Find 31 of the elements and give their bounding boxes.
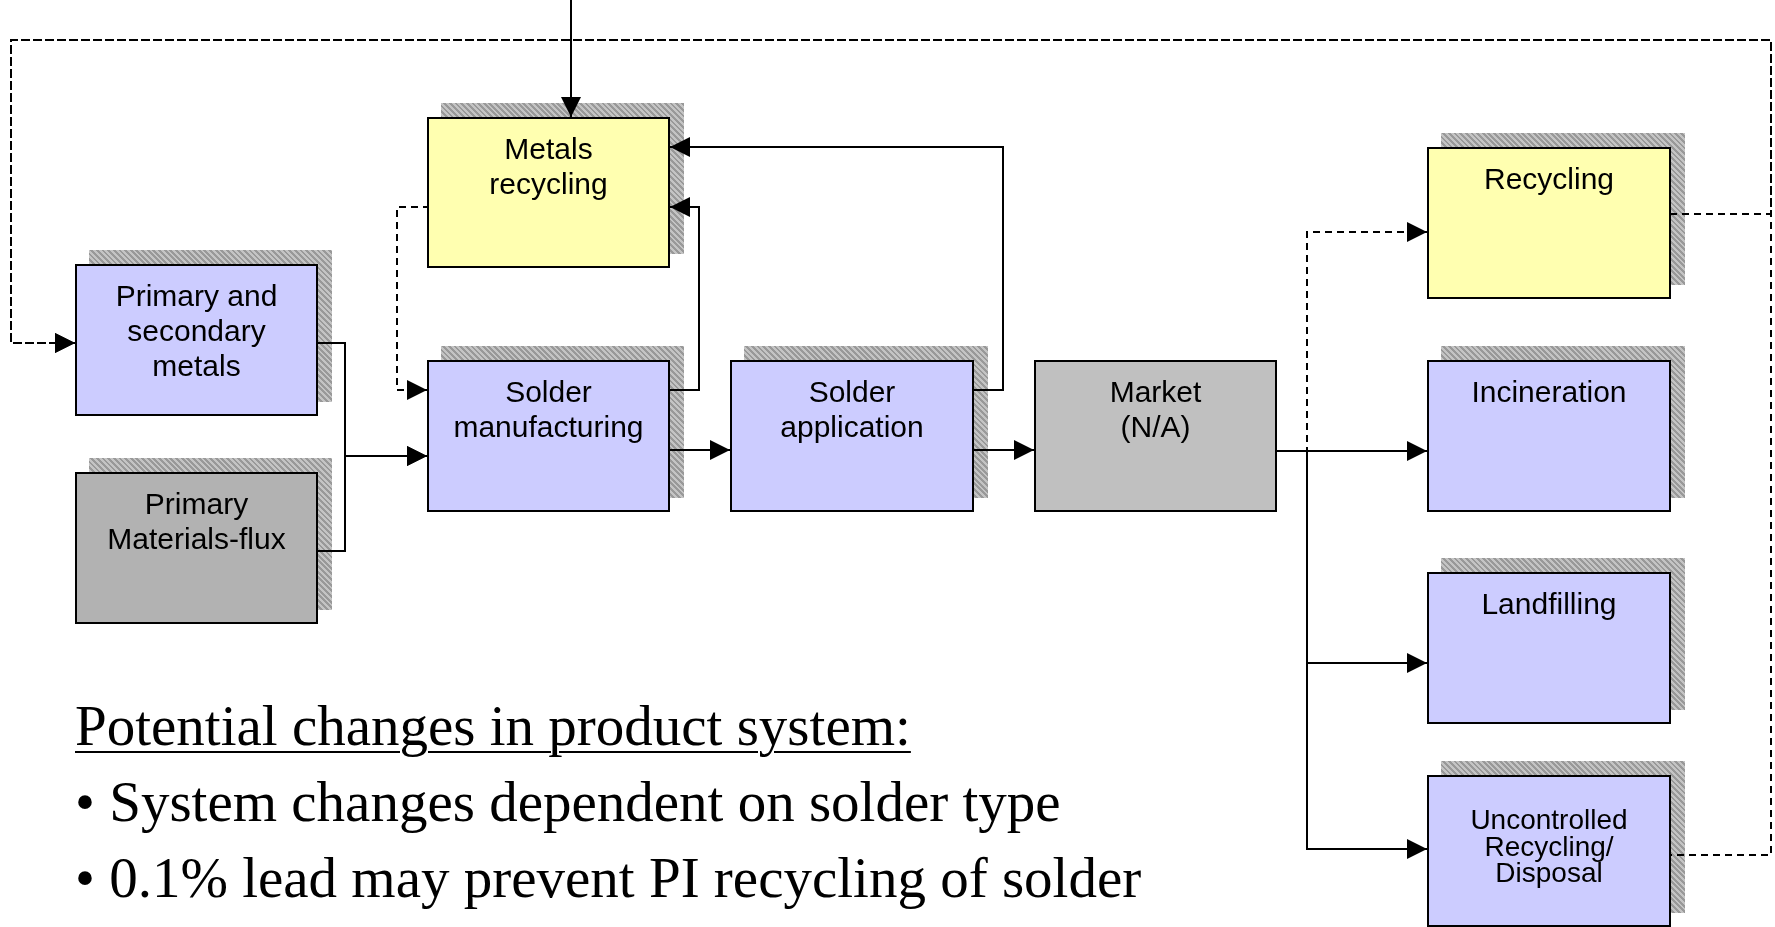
arrow <box>669 440 731 460</box>
bullet-item: • System changes dependent on solder type <box>75 769 1062 835</box>
bullet-item: • 0.1% lead may prevent PI recycling of solder <box>75 845 1142 911</box>
process-box <box>427 360 670 512</box>
box-label: Incineration <box>1470 374 1628 410</box>
arrow <box>669 137 1004 391</box>
box-label: Uncontrolled Recycling/ Disposal <box>1469 803 1629 887</box>
box-label: Solder manufacturing <box>452 374 645 445</box>
arrow <box>561 0 581 118</box>
dashed-arrow <box>10 39 1772 856</box>
box-label: Primary Materials-flux <box>106 486 287 557</box>
process-box <box>730 360 974 512</box>
box-label: Primary and secondary metals <box>114 278 279 384</box>
box-label: Landfilling <box>1480 586 1618 622</box>
box-label: Solder application <box>779 374 925 445</box>
box-label: Market (N/A) <box>1108 374 1203 445</box>
process-box <box>75 264 318 416</box>
process-box <box>1427 360 1671 512</box>
process-box <box>427 117 670 268</box>
arrow <box>669 197 700 391</box>
arrow <box>973 440 1035 460</box>
process-box <box>1034 360 1277 512</box>
process-box <box>1427 572 1671 724</box>
process-box <box>75 472 318 624</box>
box-label: Recycling <box>1482 161 1616 197</box>
heading: Potential changes in product system: <box>75 693 912 759</box>
arrow <box>317 446 428 552</box>
box-label: Metals recycling <box>488 131 609 202</box>
dashed-arrow <box>396 206 428 400</box>
process-box <box>1427 775 1671 927</box>
process-box <box>1427 147 1671 299</box>
